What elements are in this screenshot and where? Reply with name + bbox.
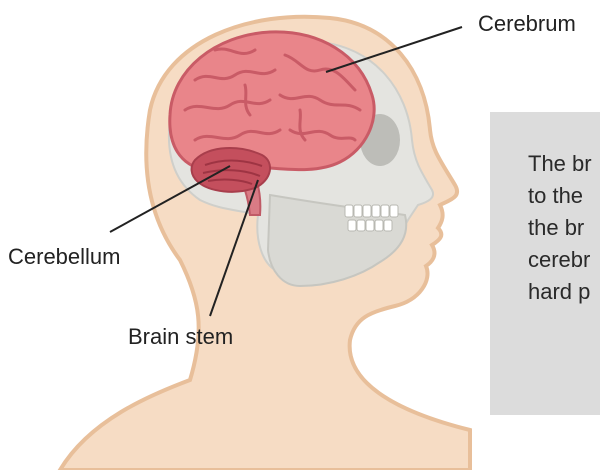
info-line: the br (528, 212, 600, 244)
cerebellum-label: Cerebellum (8, 246, 121, 268)
info-line: to the (528, 180, 600, 212)
info-line: The br (528, 148, 600, 180)
brain-stem-label: Brain stem (128, 326, 233, 348)
info-text: The br to the the br cerebr hard p (528, 148, 600, 308)
info-line: cerebr (528, 244, 600, 276)
info-line: hard p (528, 276, 600, 308)
info-box: The br to the the br cerebr hard p (490, 112, 600, 415)
cerebrum-label: Cerebrum (478, 13, 576, 35)
